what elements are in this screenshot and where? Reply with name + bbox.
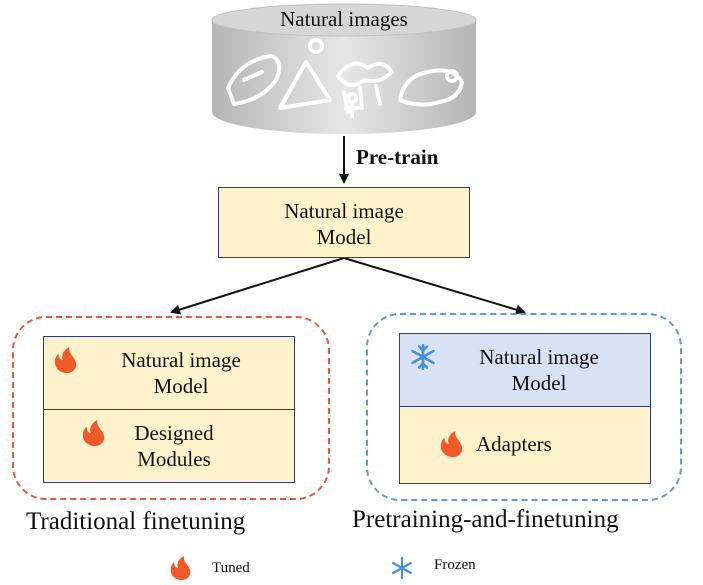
database-label: Natural images [280, 7, 408, 31]
legend-snowflake-icon [391, 556, 413, 580]
frozen-model-line2: Model [511, 371, 567, 395]
legend-fire-icon [170, 556, 191, 581]
traditional-model-line1: Natural image [121, 348, 241, 372]
fire-icon [440, 431, 463, 458]
pretraining-finetuning-title: Pretraining-and-finetuning [352, 506, 619, 533]
fire-icon [54, 347, 77, 374]
center-model-line1: Natural image [284, 199, 404, 223]
frozen-model-box: Natural image Model [399, 333, 651, 407]
traditional-finetuning-group [12, 316, 330, 500]
designed-modules-line2: Modules [137, 447, 211, 471]
arrow-to-pretraining [343, 257, 526, 315]
arrow-to-traditional [170, 257, 345, 315]
legend-tuned-label: Tuned [212, 560, 250, 576]
pretraining-finetuning-group [366, 313, 682, 501]
pretrain-label: Pre-train [356, 145, 439, 169]
sketch-illustrations-icon [226, 38, 464, 118]
designed-modules-line1: Designed [134, 421, 214, 445]
snowflake-icon [411, 344, 435, 370]
database-cylinder [211, 3, 477, 134]
center-model-line2: Model [316, 225, 372, 249]
center-model-box: Natural image Model [218, 187, 470, 258]
legend-frozen-label: Frozen [434, 557, 476, 573]
traditional-model-box: Natural image Model [43, 336, 295, 410]
adapters-box: Adapters [399, 406, 651, 484]
frozen-model-line1: Natural image [479, 345, 599, 369]
fire-icon [82, 420, 105, 447]
traditional-model-line2: Model [153, 374, 209, 398]
designed-modules-box: Designed Modules [43, 409, 295, 483]
traditional-finetuning-title: Traditional finetuning [26, 508, 246, 535]
adapters-label: Adapters [476, 432, 552, 456]
